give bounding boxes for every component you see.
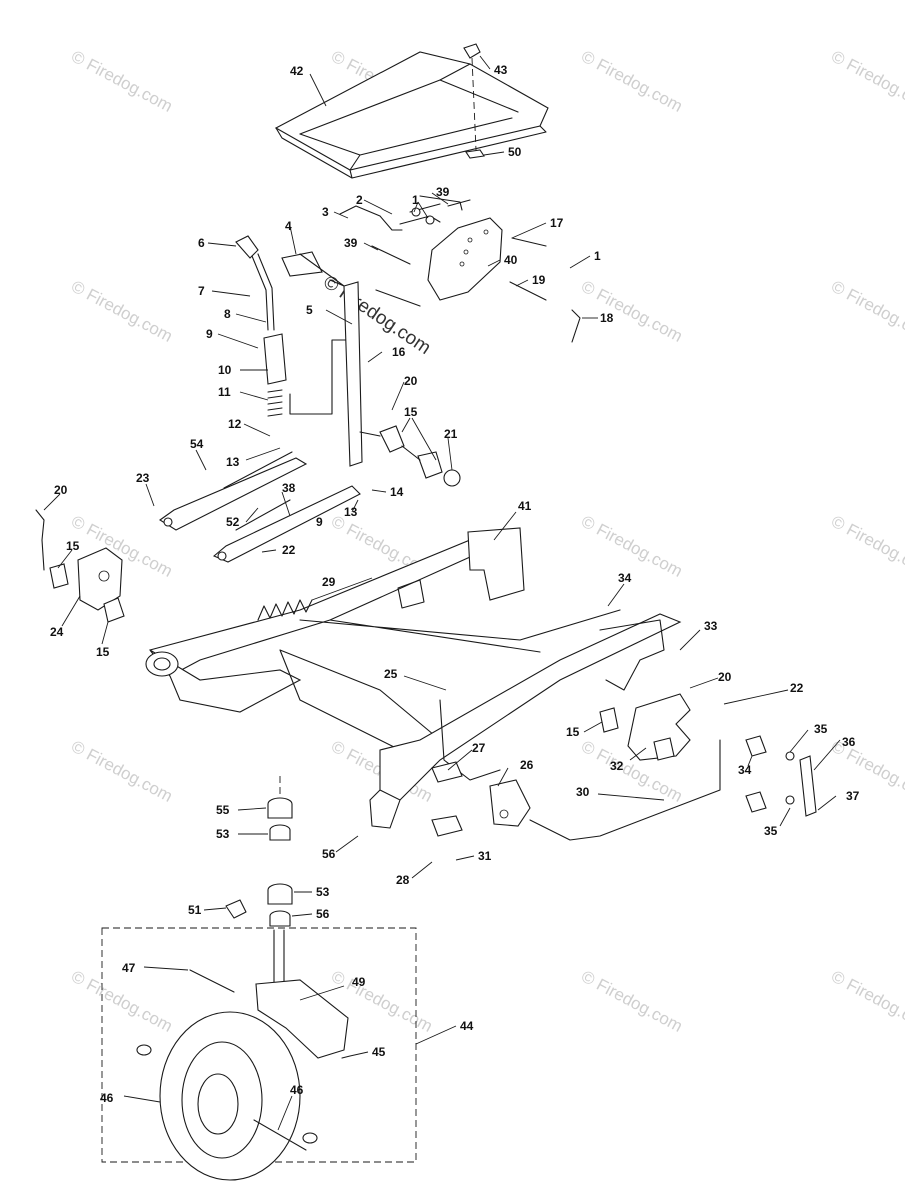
callout-25: 25 bbox=[384, 667, 398, 681]
callout-46: 46 bbox=[290, 1083, 304, 1097]
callout-36: 36 bbox=[842, 735, 856, 749]
callout-37: 37 bbox=[846, 789, 860, 803]
callout-50: 50 bbox=[508, 145, 522, 159]
callout-6: 6 bbox=[198, 236, 205, 250]
watermark: © Firedog.com bbox=[578, 512, 686, 581]
callout-18: 18 bbox=[600, 311, 614, 325]
callout-52: 52 bbox=[226, 515, 240, 529]
callout-31: 31 bbox=[478, 849, 492, 863]
callout-38: 38 bbox=[282, 481, 296, 495]
callout-39: 39 bbox=[436, 185, 450, 199]
callout-34: 34 bbox=[738, 763, 752, 777]
callout-26: 26 bbox=[520, 758, 534, 772]
callout-56: 56 bbox=[322, 847, 336, 861]
callout-29: 29 bbox=[322, 575, 336, 589]
callout-42: 42 bbox=[290, 64, 304, 78]
callout-20: 20 bbox=[718, 670, 732, 684]
watermark: © Firedog.com bbox=[578, 47, 686, 116]
callout-48: 46 bbox=[100, 1091, 114, 1105]
watermark: © Firedog.com bbox=[68, 277, 176, 346]
callout-16: 16 bbox=[392, 345, 406, 359]
callout-21: 21 bbox=[444, 427, 458, 441]
watermark: © Firedog.com bbox=[828, 512, 905, 581]
callout-30: 30 bbox=[576, 785, 590, 799]
callout-49: 49 bbox=[352, 975, 366, 989]
callout-41: 41 bbox=[518, 499, 532, 513]
watermark: © Firedog.com bbox=[828, 737, 905, 806]
callout-44: 44 bbox=[460, 1019, 474, 1033]
cover-part-42 bbox=[274, 51, 549, 179]
bushings-part-15 bbox=[359, 425, 461, 487]
callout-2: 2 bbox=[356, 193, 363, 207]
callout-45: 45 bbox=[372, 1045, 386, 1059]
right-assembly bbox=[431, 693, 817, 841]
leader-lines bbox=[43, 55, 841, 1131]
watermark: © Firedog.com bbox=[68, 737, 176, 806]
callout-17: 17 bbox=[550, 216, 564, 230]
callout-7: 7 bbox=[198, 284, 205, 298]
watermark: © Firedog.com bbox=[68, 967, 176, 1036]
callout-43: 43 bbox=[494, 63, 508, 77]
watermark: © Firedog.com bbox=[828, 967, 905, 1036]
callout-32: 32 bbox=[610, 759, 624, 773]
callout-47: 47 bbox=[122, 961, 136, 975]
callout-22: 22 bbox=[790, 681, 804, 695]
lever-assembly bbox=[235, 235, 351, 417]
watermark: © Firedog.com bbox=[578, 277, 686, 346]
callout-15: 15 bbox=[404, 405, 418, 419]
callout-15: 15 bbox=[96, 645, 110, 659]
callout-12: 12 bbox=[228, 417, 242, 431]
callout-56: 56 bbox=[316, 907, 330, 921]
link-rods bbox=[159, 451, 361, 563]
callout-15: 15 bbox=[66, 539, 80, 553]
callout-15: 15 bbox=[566, 725, 580, 739]
pad-part-4 bbox=[281, 251, 363, 467]
callout-27: 27 bbox=[472, 741, 486, 755]
callout-35: 35 bbox=[814, 722, 828, 736]
main-frame bbox=[145, 527, 682, 829]
callout-13: 13 bbox=[344, 505, 358, 519]
callout-35: 35 bbox=[764, 824, 778, 838]
callout-1: 1 bbox=[412, 193, 419, 207]
caster-stack bbox=[267, 776, 293, 927]
callout-34: 34 bbox=[618, 571, 632, 585]
callout-10: 10 bbox=[218, 363, 232, 377]
callout-39: 39 bbox=[344, 236, 358, 250]
callout-22: 22 bbox=[282, 543, 296, 557]
callout-labels: 42 43 50 39 2 1 3 17 4 6 39 1 40 19 7 5 … bbox=[50, 63, 860, 1105]
callout-23: 23 bbox=[136, 471, 150, 485]
callout-1: 1 bbox=[594, 249, 601, 263]
callout-24: 24 bbox=[50, 625, 64, 639]
callout-8: 8 bbox=[224, 307, 231, 321]
callout-40: 40 bbox=[504, 253, 518, 267]
callout-9: 9 bbox=[206, 327, 213, 341]
callout-54: 54 bbox=[190, 437, 204, 451]
callout-3: 3 bbox=[322, 205, 329, 219]
callout-20: 20 bbox=[404, 374, 418, 388]
callout-19: 19 bbox=[532, 273, 546, 287]
callout-53: 53 bbox=[316, 885, 330, 899]
callout-14: 14 bbox=[390, 485, 404, 499]
callout-5: 5 bbox=[306, 303, 313, 317]
callout-20: 20 bbox=[54, 483, 68, 497]
caster-wheel-assembly bbox=[101, 899, 417, 1181]
callout-13: 13 bbox=[226, 455, 240, 469]
callout-33: 33 bbox=[704, 619, 718, 633]
watermark: © Firedog.com bbox=[828, 47, 905, 116]
callout-53: 53 bbox=[216, 827, 230, 841]
watermark: © Firedog.com bbox=[68, 47, 176, 116]
callout-28: 28 bbox=[396, 873, 410, 887]
callout-4: 4 bbox=[285, 219, 292, 233]
spring-part-29 bbox=[257, 577, 373, 621]
callout-55: 55 bbox=[216, 803, 230, 817]
callout-9: 9 bbox=[316, 515, 323, 529]
bracket-part-24 bbox=[35, 509, 125, 623]
callout-11: 11 bbox=[218, 385, 231, 399]
callout-51: 51 bbox=[188, 903, 202, 917]
watermark: © Firedog.com bbox=[578, 967, 686, 1036]
watermark: © Firedog.com bbox=[828, 277, 905, 346]
bracket-part-40 bbox=[339, 195, 581, 343]
knob-part-43 bbox=[463, 43, 485, 159]
